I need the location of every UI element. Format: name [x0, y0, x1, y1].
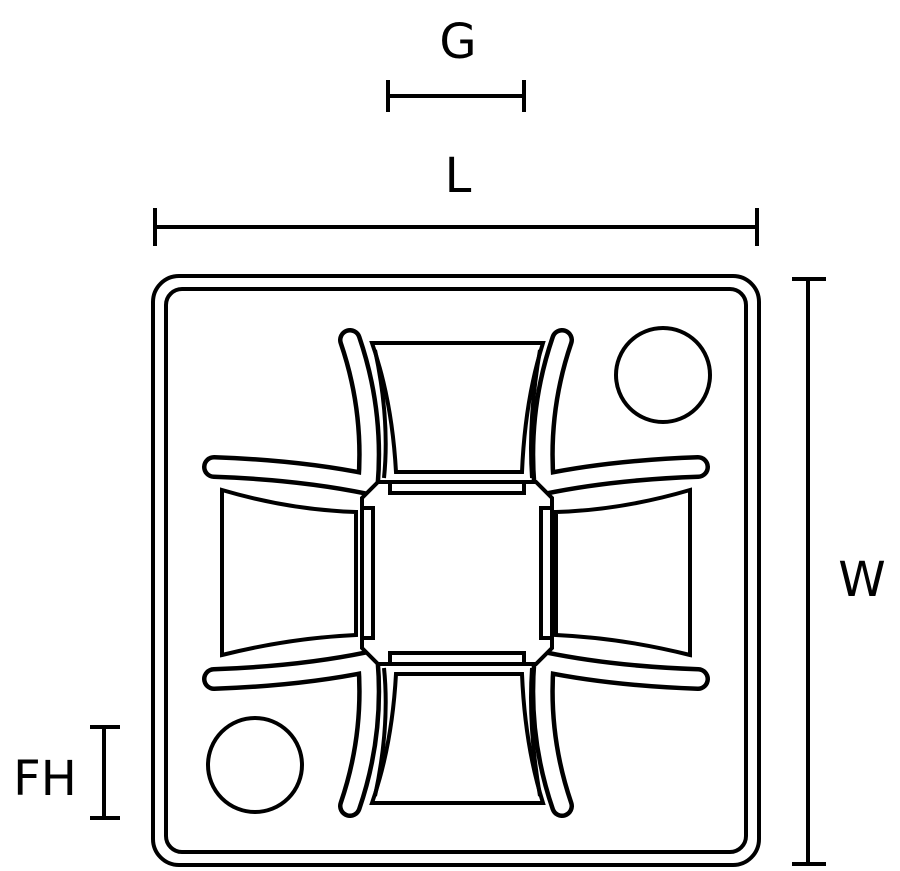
mounting-hole-bottom-left — [206, 716, 304, 814]
dimension-fh: FH — [13, 725, 120, 820]
dimension-g: G — [386, 14, 526, 112]
dimension-l-label: L — [445, 148, 472, 204]
dimension-fh-label: FH — [13, 751, 77, 807]
arm-bottom-right — [530, 650, 710, 818]
channel-right — [554, 487, 692, 658]
dimension-w-label: W — [838, 552, 885, 608]
arm-bottom-left — [202, 650, 382, 818]
arm-top-left — [202, 328, 382, 496]
arm-top-right — [530, 328, 710, 496]
dimension-w: W — [792, 277, 886, 866]
dimension-g-label: G — [439, 14, 476, 70]
dimension-l: L — [153, 148, 759, 246]
corner-arms — [202, 328, 710, 818]
channel-left — [220, 487, 358, 658]
center-block — [360, 480, 554, 666]
mounting-hole-top-right — [614, 326, 712, 424]
